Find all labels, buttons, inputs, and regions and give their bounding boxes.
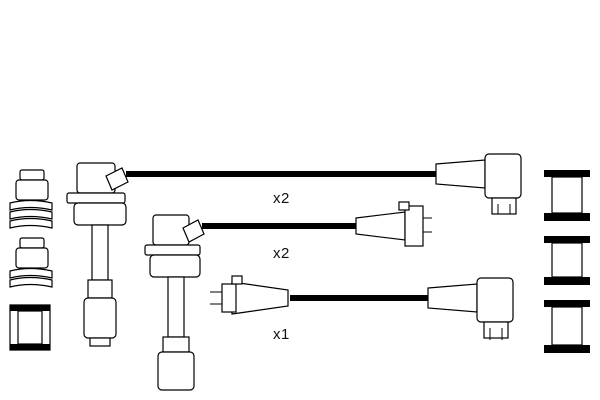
long-coil-tube-2 bbox=[144, 214, 205, 391]
long-coil-tube-1 bbox=[66, 162, 129, 347]
boot-bracket-right-2 bbox=[544, 236, 590, 285]
spark-plug-boot-top bbox=[9, 169, 53, 229]
coil-connector-3-right bbox=[427, 277, 514, 340]
boot-bracket-right-1 bbox=[544, 170, 590, 221]
ignition-lead-1-quantity: x2 bbox=[273, 190, 290, 207]
ignition-lead-3-quantity: x1 bbox=[273, 326, 290, 343]
boot-bracket-right-3 bbox=[544, 300, 590, 353]
coil-connector-2 bbox=[355, 201, 432, 247]
boot-bracket-left-bottom bbox=[9, 304, 51, 351]
ignition-lead-2-quantity: x2 bbox=[273, 245, 290, 262]
coil-connector-3-left bbox=[210, 275, 289, 315]
spark-plug-boot-middle bbox=[9, 237, 53, 288]
coil-connector-1 bbox=[435, 153, 522, 215]
